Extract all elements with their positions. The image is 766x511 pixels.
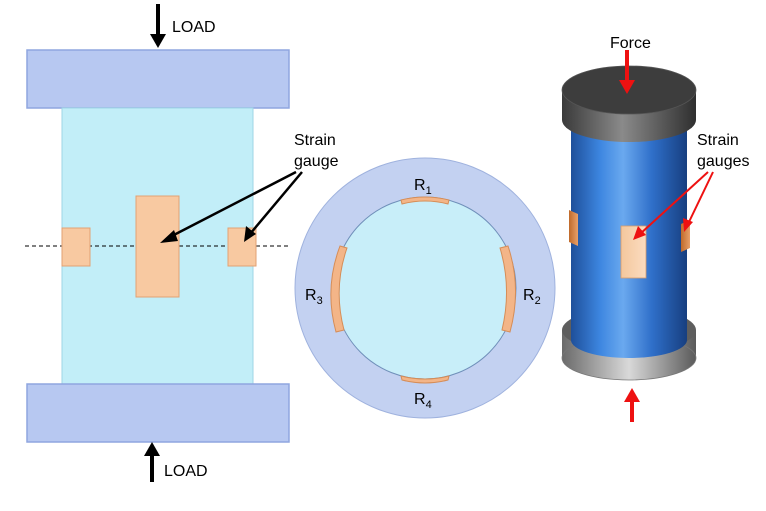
label-r3: R3: [305, 287, 323, 307]
strain-gauge-pointer-arrows: [160, 170, 303, 243]
top-load-label: LOAD: [172, 19, 216, 36]
center-gauge: [135, 195, 180, 298]
inner-bore: [333, 196, 517, 380]
top-load-arrow-icon: [150, 4, 166, 48]
strain-gauges-pointer-arrows: [633, 171, 714, 240]
label-r4: R4: [414, 391, 432, 411]
strain-gauge-label-line2: gauge: [294, 153, 339, 170]
cylinder-right-gauge: [681, 220, 690, 252]
bottom-plate: [26, 383, 290, 443]
strain-gauges-label: Strain gauges: [697, 132, 750, 170]
top-force-arrow-icon: [619, 50, 635, 94]
cylinder-left-gauge: [569, 210, 578, 246]
gauge-r4: [400, 375, 450, 384]
force-label: Force: [610, 35, 651, 52]
gauge-r3: [330, 245, 348, 333]
strain-gauges-label-line2: gauges: [697, 153, 750, 170]
gauge-r2: [499, 245, 516, 333]
gauge-r1: [400, 196, 450, 205]
bottom-force-arrow-icon: [624, 388, 640, 422]
top-plate: [26, 49, 290, 109]
cylinder-body: [571, 112, 687, 358]
label-r2: R2: [523, 287, 541, 307]
left-side-gauge: [61, 227, 91, 267]
label-r1: R1: [414, 177, 432, 197]
strain-gauges-label-line1: Strain: [697, 132, 739, 149]
strain-gauge-label: Strain gauge: [294, 132, 340, 170]
bottom-load-arrow-icon: [144, 442, 160, 482]
cylinder-load-cell-diagram: Force Strain gauges: [561, 35, 750, 422]
strain-gauge-label-line1: Strain: [294, 132, 336, 149]
ring-load-cell-diagram: R1 R2 R3 R4: [294, 157, 556, 419]
bottom-load-label: LOAD: [164, 463, 208, 480]
compression-column-diagram: LOAD LOAD Strain gauge: [25, 4, 340, 482]
